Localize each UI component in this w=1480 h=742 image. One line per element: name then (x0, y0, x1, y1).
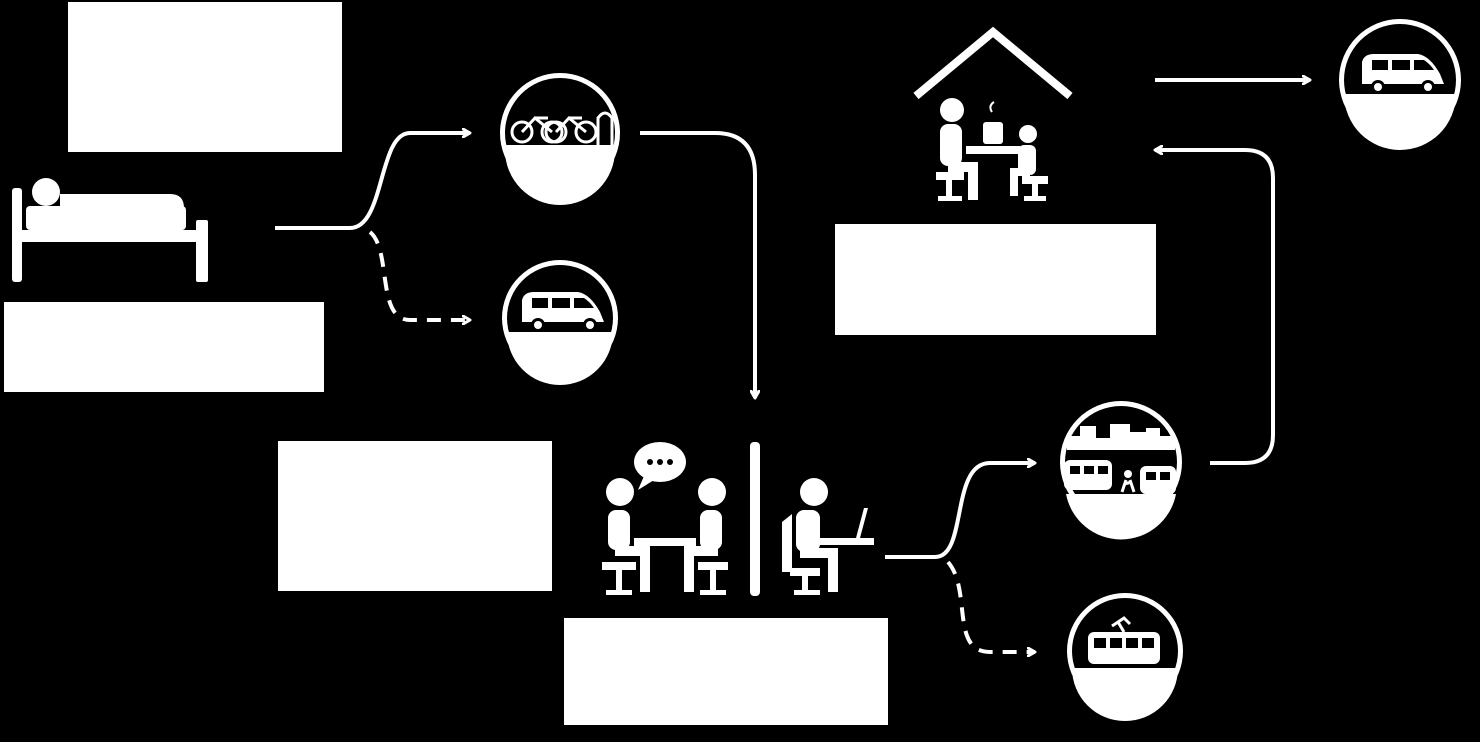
home-caption-panel (4, 302, 324, 392)
work-note-panel (278, 441, 552, 591)
dashed-arrow-home-to-car (368, 230, 470, 320)
train-icon (1060, 401, 1182, 540)
office-caption-panel (564, 618, 888, 725)
car-icon-morning (502, 260, 618, 385)
dashed-arrow-office-to-tram (946, 560, 1035, 652)
leisure-caption-panel (835, 224, 1156, 335)
office-meeting-icon (602, 442, 874, 596)
tram-icon (1067, 593, 1183, 721)
solid-arrow-office-to-train (885, 463, 1035, 559)
bicycle-icon (500, 73, 620, 205)
top-left-note-panel (68, 2, 342, 152)
solid-arrow-train-to-leisure (1155, 150, 1275, 465)
bed-icon (12, 178, 208, 282)
solid-arrow-bicycle-to-office (640, 131, 755, 398)
solid-arrow-home-to-bicycle (275, 133, 470, 230)
cafe-house-icon (913, 26, 1073, 201)
car-icon-evening (1339, 19, 1461, 150)
